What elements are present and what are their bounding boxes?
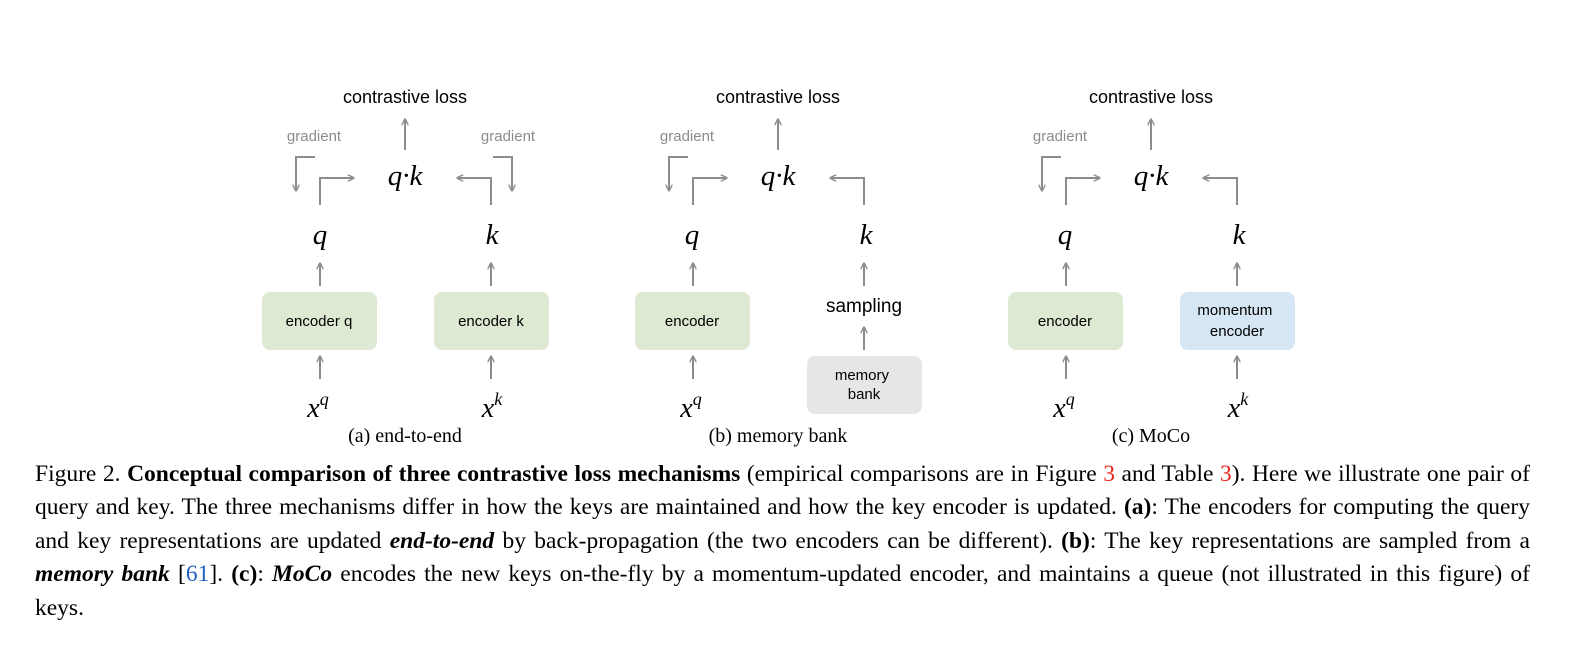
panel-b-k-to-product-arrow (831, 178, 865, 205)
panel-a-key-symbol: k (486, 219, 500, 251)
panel-a-k-to-product-arrow (458, 178, 492, 205)
panel-a-q-to-product-arrow (319, 178, 353, 205)
caption-text: [ (169, 561, 186, 588)
panel-a-sublabel: (a) end-to-end (348, 425, 462, 447)
panel-c-momentum-encoder-box (1180, 292, 1295, 350)
panel-b-gradient-left-arrow (669, 156, 688, 190)
figure-caption: Figure 2. Conceptual comparison of three… (35, 458, 1530, 625)
caption-label-c: (c) (231, 561, 258, 588)
panel-a: contrastive loss q·k gradient gradient q… (262, 87, 549, 447)
panel-a-gradient-right-arrow (493, 156, 512, 190)
panel-a-gradient-left-arrow (296, 156, 315, 190)
panel-b: contrastive loss q·k gradient q k encode… (635, 87, 922, 447)
panel-a-encoder-k-label: encoder k (458, 313, 524, 330)
panel-c-encoder-label: encoder (1038, 313, 1092, 330)
panel-c-gradient-left: gradient (1033, 128, 1088, 145)
panel-c-product: q·k (1134, 160, 1170, 192)
panel-b-loss-label: contrastive loss (716, 87, 840, 107)
caption-text: ]. (209, 561, 232, 588)
caption-text: ). Here we illustrate one pair of query … (35, 461, 1530, 521)
caption-citation[interactable]: 61 (185, 561, 210, 588)
panel-b-sublabel: (b) memory bank (709, 425, 848, 447)
caption-label-a: (a) (1123, 494, 1152, 521)
caption-text: encodes the new keys on-the-fly by a mom… (35, 561, 1531, 621)
panel-b-encoder-box (635, 292, 750, 350)
panel-a-loss-label: contrastive loss (343, 87, 467, 107)
panel-c-sublabel: (c) MoCo (1112, 425, 1190, 447)
panel-c: contrastive loss q·k gradient q k encode… (1008, 87, 1295, 447)
panel-c-gradient-left-arrow (1042, 156, 1061, 190)
caption-figure-label: Figure 2. (35, 461, 121, 487)
caption-term-memory-bank: memory bank (35, 561, 170, 588)
panel-c-query-symbol: q (1058, 219, 1073, 251)
panel-b-encoder-label: encoder (665, 313, 719, 330)
panel-c-k-to-product-arrow (1204, 178, 1238, 205)
panel-a-gradient-right: gradient (481, 128, 536, 145)
caption-label-b: (b) (1061, 527, 1090, 554)
panel-c-loss-label: contrastive loss (1089, 87, 1213, 107)
panel-c-input-xq: xq (1052, 389, 1074, 424)
panel-b-gradient-left: gradient (660, 128, 715, 145)
panel-a-encoder-q-box (262, 292, 377, 350)
panel-c-q-to-product-arrow (1065, 178, 1099, 205)
caption-text: : (257, 561, 273, 588)
panel-b-key-symbol: k (860, 219, 874, 251)
caption-table-ref[interactable]: 3 (1219, 461, 1232, 487)
panel-b-memory-bank-box (807, 356, 922, 414)
panel-b-query-symbol: q (685, 219, 700, 251)
panel-b-product: q·k (761, 160, 797, 192)
panel-c-encoder-box (1008, 292, 1123, 350)
panel-a-encoder-q-label: encoder q (286, 313, 353, 330)
caption-text: (empirical comparisons are in Figure (740, 461, 1104, 487)
panel-b-sampling-label: sampling (826, 296, 902, 317)
caption-text: and Table (1114, 461, 1220, 487)
panel-a-input-xk: xk (481, 389, 503, 424)
caption-figure-ref[interactable]: 3 (1103, 461, 1115, 487)
panel-a-gradient-left: gradient (287, 128, 342, 145)
panel-a-encoder-k-box (434, 292, 549, 350)
caption-title: Conceptual comparison of three contrasti… (127, 461, 741, 487)
caption-text: by back-propagation (the two encoders ca… (494, 527, 1062, 554)
caption-text: : The key representations are sampled fr… (1089, 527, 1530, 554)
panel-b-memory-bank-label: memory bank (835, 367, 893, 403)
panel-b-input-xq: xq (679, 389, 701, 424)
caption-term-end-to-end: end-to-end (389, 527, 495, 554)
caption-text: : The encoders for computing the query a… (35, 494, 1530, 554)
panel-c-momentum-encoder-label: momentum encoder (1197, 302, 1276, 340)
contrastive-loss-diagram: contrastive loss q·k gradient gradient q… (262, 87, 1295, 447)
panel-c-key-symbol: k (1233, 219, 1247, 251)
panel-a-product: q·k (388, 160, 424, 192)
panel-b-q-to-product-arrow (692, 178, 726, 205)
panel-a-input-xq: xq (306, 389, 328, 424)
panel-a-query-symbol: q (313, 219, 328, 251)
caption-term-moco: MoCo (272, 561, 333, 588)
panel-c-input-xk: xk (1227, 389, 1249, 424)
